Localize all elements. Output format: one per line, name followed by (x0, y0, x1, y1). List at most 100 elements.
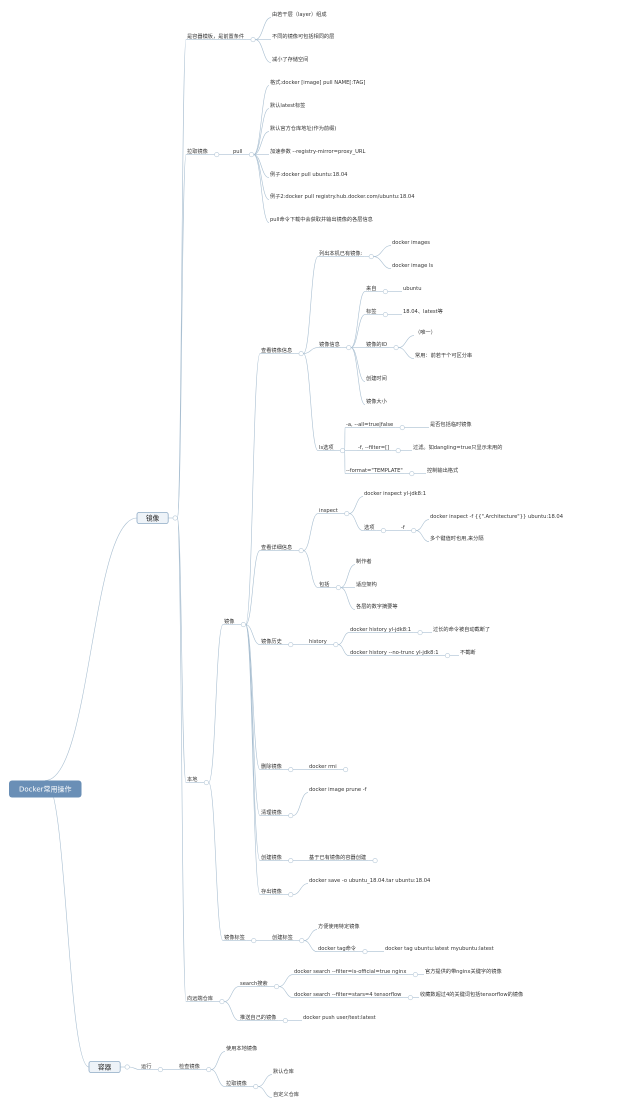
collapse-toggle-r-0-2-0-0-1-0[interactable] (382, 289, 388, 295)
topic-label-r-0-0-0[interactable]: 由若干层（layer）组成 (272, 10, 327, 18)
collapse-toggle-r-0-2-0[interactable] (240, 622, 246, 628)
collapse-toggle-r-0-3[interactable] (219, 999, 225, 1005)
topic-label-r-0-1-0-6[interactable]: pull命令下载中会获取并输出镜像的各层信息 (270, 215, 373, 223)
topic-label-r-0-2-0-2-0-0[interactable]: docker history yl-jdk8:1 (350, 627, 411, 633)
topic-label-r-1-0-0-1-0[interactable]: 默认仓库 (273, 1067, 294, 1075)
topic-label-r-0-2-0-0-1-3[interactable]: 创建时间 (366, 374, 387, 382)
topic-label-r-0-2-0-0-1-0[interactable]: 来自 (366, 284, 376, 292)
collapse-toggle-r-0-1[interactable] (214, 152, 220, 158)
topic-label-r-0-2-0-1-0-1-0-1[interactable]: 多个键值时也用,来分隔 (430, 534, 484, 542)
topic-label-r-0-3[interactable]: 向远端仓库 (187, 994, 213, 1002)
collapse-toggle-r-0-0[interactable] (250, 37, 256, 43)
topic-label-r-0-2-0-0-1-2-1[interactable]: 常用：前若干个可区分串 (415, 351, 472, 359)
topic-label-r-0-2-0-1-1-1[interactable]: 适应架构 (356, 580, 377, 588)
topic-label-r-0-2-0-2-0[interactable]: history (309, 639, 327, 645)
collapse-toggle-r-0-2-0-2-0-1[interactable] (444, 653, 450, 659)
topic-label-r-0-0-1[interactable]: 不同的镜像可包括相同的层 (272, 32, 334, 40)
collapse-toggle-r-0-2-0-4[interactable] (288, 813, 294, 819)
collapse-toggle-r-0-2-0-0[interactable] (298, 351, 304, 357)
topic-label-r-0-0-2[interactable]: 减小了存储空间 (272, 55, 308, 63)
topic-label-r-0-2-0-5[interactable]: 创建镜像 (261, 853, 283, 861)
topic-label-r-0-2-0-0-1-2-0[interactable]: （唯一） (415, 328, 436, 336)
topic-label-r-0-2-0-0-2-1[interactable]: -f, --filter=[] (358, 445, 389, 451)
collapse-toggle-r-0-2-0-2-0-0[interactable] (417, 630, 423, 636)
topic-label-r-1-0-0-1[interactable]: 拉取镜像 (226, 1079, 248, 1087)
collapse-toggle-r-0-2-0-1-0[interactable] (344, 511, 350, 517)
collapse-toggle-r-0-3-0-1[interactable] (407, 995, 413, 1001)
topic-label-r-0-2-0-1-0-1-0[interactable]: -f (401, 525, 405, 531)
topic-label-r-0-1-0-5[interactable]: 例子2:docker pull registry.hub.docker.com/… (270, 192, 415, 200)
topic-label-r-0-2-1-0-0[interactable]: 方便使用特定镜像 (318, 922, 360, 930)
topic-label-r-0-3-0-1-0[interactable]: 收藏数超过4的关键词包括tensorflow的镜像 (420, 990, 524, 998)
topic-label-r-0-2-0-3-0[interactable]: docker rmi (309, 764, 337, 770)
topic-label-r-0-1-0-1[interactable]: 默认latest标签 (270, 101, 305, 109)
collapse-toggle-r-0-2-0-0-1-1[interactable] (382, 312, 388, 318)
collapse-toggle-r-0-2-0-0-2-2[interactable] (409, 471, 415, 477)
topic-label-r-0-2-0-5-0[interactable]: 基于已有镜像的容器创建 (309, 853, 366, 861)
collapse-toggle-r-0-2-1-0-1[interactable] (362, 949, 368, 955)
collapse-toggle-r-0-2-1-0[interactable] (299, 938, 305, 944)
topic-label-r-0-1-0-3[interactable]: 加速参数 --registry-mirror=proxy_URL (270, 147, 365, 155)
topic-label-r-0-2-0-2[interactable]: 镜像历史 (261, 637, 282, 645)
topic-label-r-0-1[interactable]: 拉取镜像 (187, 147, 209, 155)
topic-label-r-0-3-1[interactable]: 推送自己的镜像 (240, 1013, 277, 1021)
collapse-toggle-r-1-0-0[interactable] (206, 1067, 212, 1073)
topic-label-r-1-0-0-1-1[interactable]: 自定义仓库 (273, 1090, 299, 1098)
collapse-toggle-r-0-2-0-1-0-1[interactable] (380, 528, 386, 534)
collapse-toggle-r-0-2-0-1[interactable] (298, 548, 304, 554)
topic-label-r-0-2-0-0-2-0-0[interactable]: 是否包括临时镜像 (430, 420, 472, 428)
collapse-toggle-r-0-2-0-5[interactable] (288, 858, 294, 864)
collapse-toggle-r-1-0[interactable] (157, 1067, 163, 1073)
topic-label-r-0-2-0-0-1-1[interactable]: 标签 (366, 307, 376, 315)
topic-label-r-0-2-0-0-2[interactable]: ls选项 (319, 443, 334, 451)
collapse-toggle-r-0-2-0-0-2-0[interactable] (399, 425, 405, 431)
topic-label-r-0-2[interactable]: 本地 (187, 775, 197, 783)
topic-label-r-0-2-0-1-0-1-0-0[interactable]: docker inspect -f {{".Architecture"}} ub… (430, 514, 564, 520)
collapse-toggle-r-0[interactable] (172, 515, 178, 521)
topic-label-r-0-3-0-1[interactable]: docker search --filter=stars=4 tensorflo… (294, 992, 402, 998)
topic-label-r-0-1-0-4[interactable]: 例子:docker pull ubuntu:18.04 (270, 170, 348, 178)
topic-label-r-1-0-0[interactable]: 检查镜像 (179, 1062, 201, 1070)
topic-label-r-0-2-0-0-1-2[interactable]: 镜像的ID (366, 340, 387, 348)
topic-label-r-0-2-0-2-0-0-0[interactable]: 过长的命令被自动截断了 (433, 625, 490, 633)
topic-label-r-0-2-0[interactable]: 镜像 (224, 617, 235, 625)
topic-label-r-0-2-1-0-1[interactable]: docker tag命令 (318, 944, 357, 952)
topic-label-r-0-3-1-0[interactable]: docker push user/test:latest (303, 1015, 376, 1021)
topic-label-r-0-3-0-0[interactable]: docker search --filter=is-official=true … (294, 969, 406, 975)
collapse-toggle-r-0-2-0-3-0[interactable] (343, 767, 349, 773)
collapse-toggle-r-0-2-0-1-0-1-0[interactable] (411, 528, 417, 534)
topic-label-r-0-3-0-0-0[interactable]: 官方提供的带nginx关键字的镜像 (425, 967, 502, 975)
topic-label-r-0-2-0-1-1-0[interactable]: 制作者 (356, 557, 372, 565)
collapse-toggle-r-0-3-0[interactable] (274, 984, 280, 990)
topic-label-r-0-2-0-0-1-1-0[interactable]: 18.04、latest等 (403, 307, 443, 315)
collapse-toggle-r-0-2[interactable] (203, 780, 209, 786)
topic-label-r-0-2-1-0-1-0[interactable]: docker tag ubuntu:latest myubuntu:latest (385, 946, 494, 952)
collapse-toggle-r-0-2-0-5-0[interactable] (372, 858, 378, 864)
topic-label-r-0-2-0-4[interactable]: 清理镜像 (261, 808, 283, 816)
topic-label-r-0-2-0-0-0-1[interactable]: docker image ls (392, 263, 433, 269)
root-topic-box[interactable] (9, 780, 82, 798)
topic-label-r-0-2-0-4-0[interactable]: docker image prune -f (309, 787, 367, 793)
collapse-toggle-r-0-2-0-1-1[interactable] (335, 585, 341, 591)
collapse-toggle-r-0-2-1[interactable] (251, 938, 257, 944)
topic-label-r-1-0-0-0[interactable]: 使用本地镜像 (226, 1044, 258, 1052)
topic-label-r-0-2-0-0-0-0[interactable]: docker images (392, 240, 430, 246)
topic-label-r-0-2-0-0-2-0[interactable]: -a, --all=true|false (346, 422, 393, 428)
collapse-toggle-r-0-1-0[interactable] (248, 152, 254, 158)
topic-label-r-0-2-0-1-0[interactable]: inspect (319, 508, 338, 514)
topic-label-r-0-2-0-3[interactable]: 删除镜像 (261, 762, 283, 770)
collapse-toggle-r-0-2-0-0-2-1[interactable] (395, 448, 401, 454)
topic-label-r-0-0[interactable]: 是容器模板，是前置条件 (187, 32, 244, 40)
topic-label-r-0-2-0-1-1-2[interactable]: 各层的数字摘要等 (356, 602, 398, 610)
topic-label-r-0-2-0-1-0-1[interactable]: 选项 (364, 523, 374, 531)
collapse-toggle-r-0-3-0-0[interactable] (412, 972, 418, 978)
topic-label-r-0-1-0-2[interactable]: 默认官方仓库地址(作为前缀) (270, 124, 336, 132)
topic-label-r-1-0[interactable]: 运行 (141, 1062, 151, 1070)
topic-label-r-0-2-1-0[interactable]: 创建标签 (272, 933, 293, 941)
collapse-toggle-r-0-3-1[interactable] (282, 1018, 288, 1024)
topic-label-r-0-2-0-0-1-0-0[interactable]: ubuntu (403, 286, 421, 292)
main-topic-box-r-1[interactable] (88, 1061, 121, 1073)
collapse-toggle-r-0-2-0-6[interactable] (288, 892, 294, 898)
topic-label-r-0-2-0-0-2-2[interactable]: --format="TEMPLATE" (346, 468, 403, 474)
topic-label-r-0-2-0-0-2-2-0[interactable]: 控制输出格式 (427, 466, 459, 474)
